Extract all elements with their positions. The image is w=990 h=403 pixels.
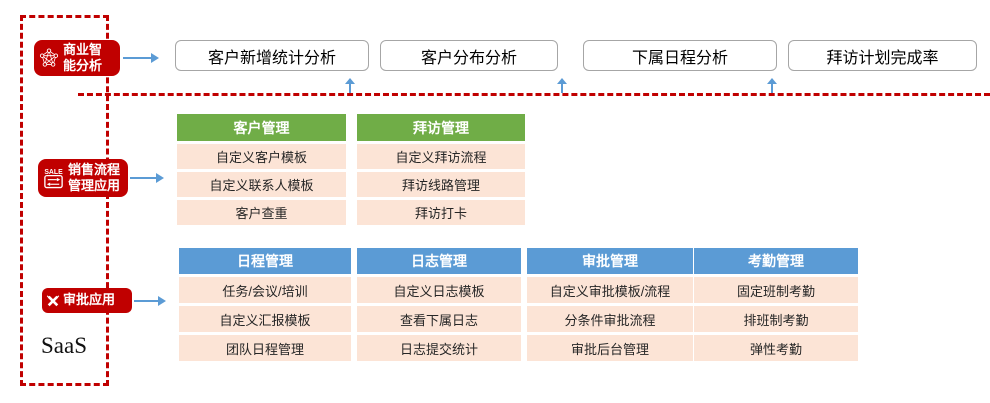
module-business-intelligence: 商业智能分析: [34, 40, 120, 76]
module-label: 审批应用: [63, 292, 116, 308]
analysis-box: 客户分布分析: [380, 40, 558, 71]
right-arrow-icon: [134, 296, 166, 306]
up-arrow-icon: [557, 78, 567, 93]
module-sales-process: SALE 销售流程管理应用: [38, 159, 128, 197]
table-row: 固定班制考勤: [694, 277, 858, 303]
table-header: 考勤管理: [694, 248, 858, 274]
table-row: 自定义汇报模板: [179, 306, 351, 332]
right-arrow-icon: [123, 53, 159, 63]
module-approval: 审批应用: [42, 288, 132, 313]
table-row: 自定义审批模板/流程: [527, 277, 693, 303]
table-row: 审批后台管理: [527, 335, 693, 361]
up-arrow-icon: [767, 78, 777, 93]
table-row: 自定义联系人模板: [177, 172, 346, 197]
table-attendance-management: 考勤管理 固定班制考勤 排班制考勤 弹性考勤: [694, 248, 858, 361]
up-arrow-icon: [345, 78, 355, 93]
sale-sliders-icon: SALE: [42, 167, 65, 190]
table-row: 任务/会议/培训: [179, 277, 351, 303]
table-row: 拜访线路管理: [357, 172, 525, 197]
table-approval-management: 审批管理 自定义审批模板/流程 分条件审批流程 审批后台管理: [527, 248, 693, 361]
analysis-box: 下属日程分析: [583, 40, 777, 71]
table-row: 查看下属日志: [357, 306, 521, 332]
table-row: 分条件审批流程: [527, 306, 693, 332]
crossed-tools-icon: [46, 294, 60, 308]
saas-dashed-frame: [20, 15, 109, 386]
analysis-box: 拜访计划完成率: [788, 40, 977, 71]
table-row: 日志提交统计: [357, 335, 521, 361]
table-row: 排班制考勤: [694, 306, 858, 332]
module-label: 销售流程管理应用: [68, 161, 121, 193]
table-row: 团队日程管理: [179, 335, 351, 361]
table-header: 拜访管理: [357, 114, 525, 141]
right-arrow-icon: [130, 173, 164, 183]
table-customer-management: 客户管理 自定义客户模板 自定义联系人模板 客户查重: [177, 114, 346, 225]
table-header: 客户管理: [177, 114, 346, 141]
table-row: 客户查重: [177, 200, 346, 225]
analysis-box: 客户新增统计分析: [175, 40, 369, 71]
network-graph-icon: [38, 47, 60, 69]
table-row: 自定义日志模板: [357, 277, 521, 303]
module-label: 商业智能分析: [63, 41, 103, 73]
table-schedule-management: 日程管理 任务/会议/培训 自定义汇报模板 团队日程管理: [179, 248, 351, 361]
table-journal-management: 日志管理 自定义日志模板 查看下属日志 日志提交统计: [357, 248, 521, 361]
table-header: 审批管理: [527, 248, 693, 274]
table-row: 弹性考勤: [694, 335, 858, 361]
table-row: 自定义客户模板: [177, 144, 346, 169]
table-header: 日志管理: [357, 248, 521, 274]
table-row: 自定义拜访流程: [357, 144, 525, 169]
table-visit-management: 拜访管理 自定义拜访流程 拜访线路管理 拜访打卡: [357, 114, 525, 225]
table-row: 拜访打卡: [357, 200, 525, 225]
saas-platform-label: SaaS: [41, 333, 87, 358]
table-header: 日程管理: [179, 248, 351, 274]
svg-text:SALE: SALE: [44, 169, 63, 176]
bi-dashed-connector-line: [78, 93, 990, 96]
